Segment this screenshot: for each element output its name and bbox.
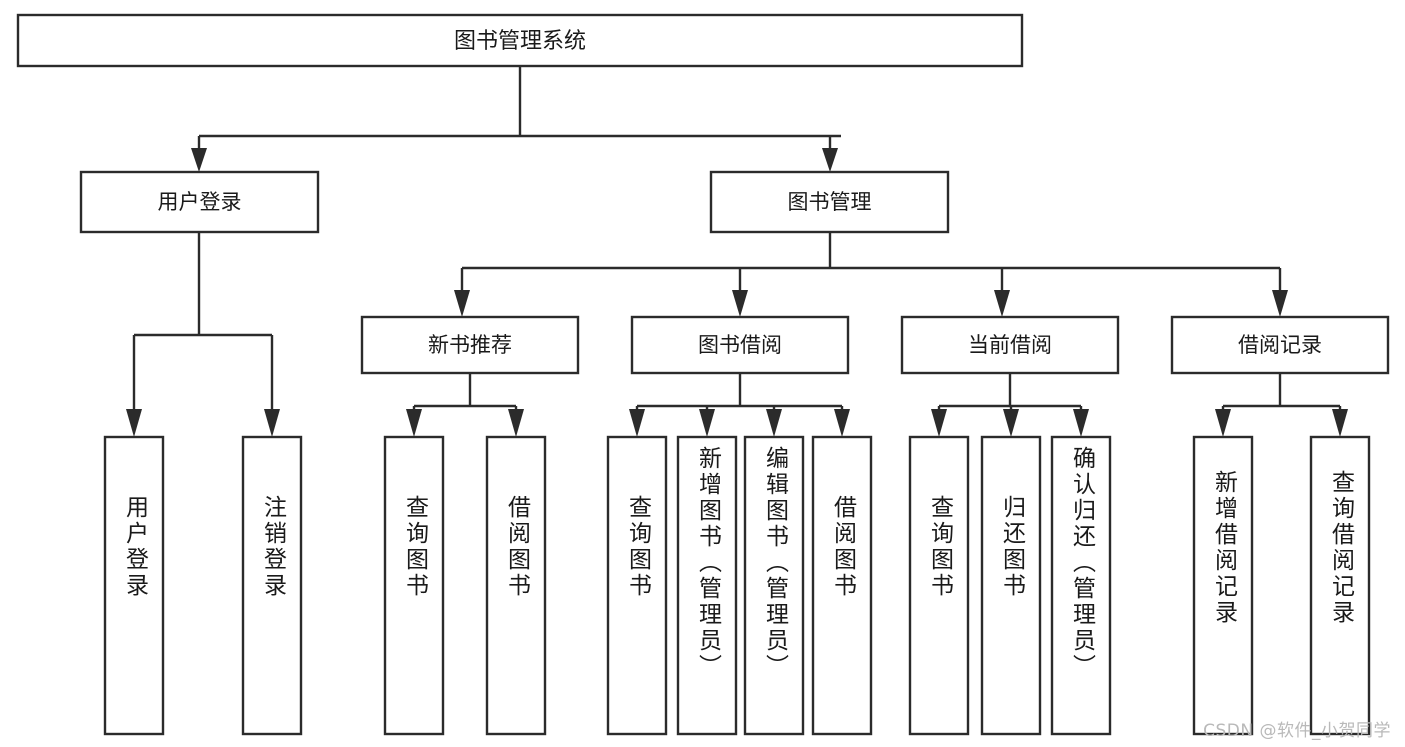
node-label-root: 图书管理系统 (454, 29, 586, 54)
leaf-box-borrow-book-1[interactable] (485, 435, 547, 736)
leaf-box-add-book[interactable] (676, 435, 738, 736)
arrowhead-user-login (191, 148, 207, 172)
arrowhead-leaf-user-logout (264, 409, 280, 437)
leaf-box-layer (103, 435, 1371, 736)
node-label-book-borrow: 图书借阅 (698, 333, 782, 357)
leaf-box-borrow-book-2[interactable] (811, 435, 873, 736)
arrowhead-new-book-rec (454, 290, 470, 317)
arrowhead-leaf-query-record (1332, 409, 1348, 437)
leaf-box-return-book[interactable] (980, 435, 1042, 736)
arrowhead-leaf-query-book-2 (629, 409, 645, 437)
node-label-book-manage: 图书管理 (788, 190, 872, 214)
node-box-book-borrow[interactable] (630, 315, 850, 375)
leaf-box-query-book-3[interactable] (908, 435, 970, 736)
node-label-borrow-record: 借阅记录 (1238, 333, 1322, 357)
node-box-root[interactable] (16, 13, 1024, 68)
arrowhead-leaf-borrow-book-1 (508, 409, 524, 437)
arrowhead-leaf-query-book-3 (931, 409, 947, 437)
leaf-box-query-book-2[interactable] (606, 435, 668, 736)
node-box-current-borrow[interactable] (900, 315, 1120, 375)
leaf-box-query-record[interactable] (1309, 435, 1371, 736)
node-label-user-login: 用户登录 (158, 190, 242, 214)
node-box-user-login[interactable] (79, 170, 320, 234)
arrowhead-borrow-record (1272, 290, 1288, 317)
node-label-new-book-rec: 新书推荐 (428, 333, 512, 357)
connector-layer (126, 66, 1348, 437)
watermark-text: CSDN @软件_小贺同学 (1203, 721, 1391, 741)
arrowhead-leaf-query-book-1 (406, 409, 422, 437)
arrowhead-book-manage (822, 148, 838, 172)
node-layer: 图书管理系统 用户登录 图书管理 新书推荐 图书借阅 当前借阅 借阅记录 (16, 13, 1390, 375)
node-box-borrow-record[interactable] (1170, 315, 1390, 375)
arrowhead-leaf-add-book (699, 409, 715, 437)
leaf-box-query-book-1[interactable] (383, 435, 445, 736)
leaf-box-user-login[interactable] (103, 435, 165, 736)
arrowhead-leaf-add-record (1215, 409, 1231, 437)
node-box-book-manage[interactable] (709, 170, 950, 234)
leaf-box-edit-book[interactable] (743, 435, 805, 736)
leaf-box-add-record[interactable] (1192, 435, 1254, 736)
arrowhead-leaf-edit-book (766, 409, 782, 437)
arrowhead-book-borrow (732, 290, 748, 317)
node-box-new-book-rec[interactable] (360, 315, 580, 375)
arrowhead-current-borrow (994, 290, 1010, 317)
leaf-box-confirm-return[interactable] (1050, 435, 1112, 736)
node-label-current-borrow: 当前借阅 (968, 333, 1052, 357)
arrowhead-leaf-confirm-return (1073, 409, 1089, 437)
arrowhead-leaf-return-book (1003, 409, 1019, 437)
arrowhead-leaf-borrow-book-2 (834, 409, 850, 437)
leaf-box-user-logout[interactable] (241, 435, 303, 736)
arrowhead-leaf-user-login (126, 409, 142, 437)
